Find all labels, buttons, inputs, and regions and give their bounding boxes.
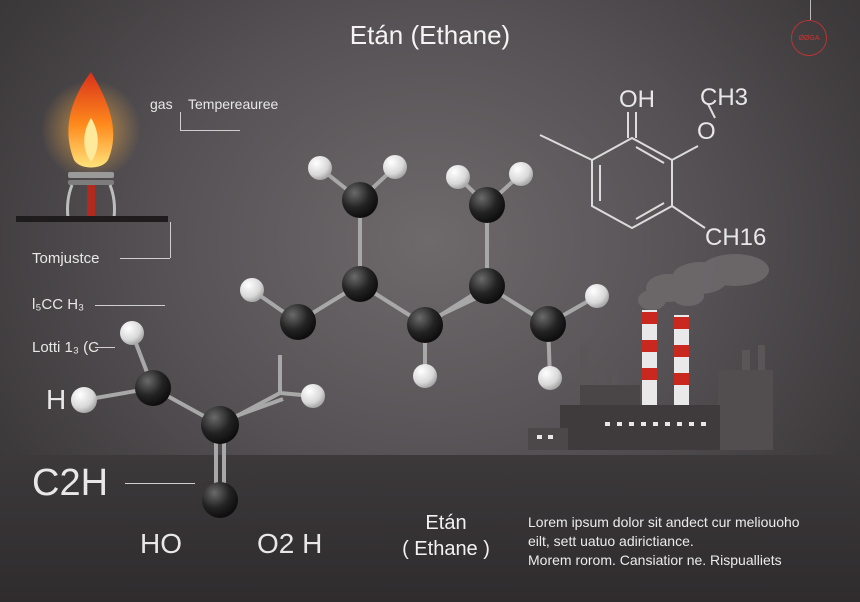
label-tomjustice: Tomjustce: [32, 250, 100, 267]
connector-line: [95, 347, 115, 348]
label-lotti: Lotti 1₃ (C: [32, 339, 99, 356]
connector-line: [125, 483, 195, 484]
carbon-atoms: [135, 182, 566, 518]
caption-line-2: ( Ethane ): [402, 538, 490, 560]
connector-line: [180, 112, 181, 130]
caption-line-1: Etán: [425, 512, 467, 534]
label-c2h: C2H: [32, 462, 109, 504]
label-gas: gas: [150, 96, 173, 112]
description-line: eilt, sett uatuo adirictiance.: [528, 533, 694, 549]
label-oh: OH: [619, 86, 655, 113]
page-title: Etán (Ethane): [349, 20, 511, 50]
ethane-caption: Etán ( Ethane ): [386, 510, 506, 562]
connector-line: [120, 258, 170, 259]
label-ch3-top: CH3: [700, 84, 749, 111]
description-line: Lorem ipsum dolor sit andect cur meliouo…: [528, 514, 800, 530]
label-h: H: [46, 384, 67, 415]
brand-logo: ØØGA: [791, 20, 827, 56]
description-text: Lorem ipsum dolor sit andect cur meliouo…: [528, 513, 800, 570]
label-o: O: [697, 118, 716, 145]
label-ch3: l₅CC H₃: [32, 296, 85, 313]
smoke-cloud: [638, 254, 769, 310]
logo-hanger: [810, 0, 811, 20]
label-ch16: CH16: [705, 224, 767, 251]
connector-line: [170, 222, 171, 258]
label-o2h: O2 H: [257, 528, 323, 559]
hydrogen-atoms: [71, 155, 609, 413]
label-temperature: Tempereauree: [188, 96, 279, 112]
connector-line: [95, 305, 165, 306]
connector-line: [180, 130, 240, 131]
floor-band: [0, 455, 860, 602]
description-line: Morem rorom. Cansiatior ne. Rispualliets: [528, 552, 782, 568]
label-ho: HO: [140, 528, 182, 559]
